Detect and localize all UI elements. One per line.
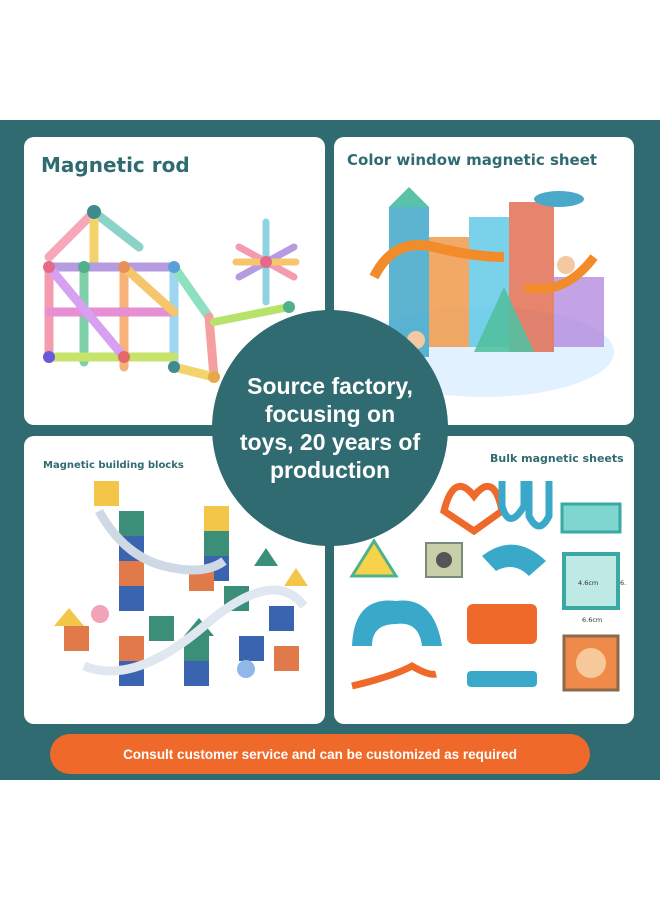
card-magnetic-rod: Magnetic rod — [24, 137, 325, 425]
color-window-sheet-illustration — [354, 187, 614, 397]
bulk-sheets-title: Bulk magnetic sheets — [490, 452, 624, 465]
dim-label-c: 6. — [620, 579, 626, 587]
center-badge: Source factory, focusing on toys, 20 yea… — [212, 310, 448, 546]
magnetic-rod-illustration — [43, 205, 300, 383]
bulk-sheets-illustration: 4.6cm 6. 6.6cm — [349, 481, 626, 692]
customization-banner: Consult customer service and can be cust… — [50, 734, 590, 774]
card-magnetic-building-blocks: Magnetic building blocks — [24, 436, 325, 724]
color-window-sheet-title: Color window magnetic sheet — [347, 151, 598, 169]
center-badge-text: Source factory, focusing on toys, 20 yea… — [239, 373, 421, 483]
dim-label-a: 4.6cm — [578, 579, 598, 587]
magnetic-rod-title: Magnetic rod — [41, 153, 190, 177]
card-bulk-magnetic-sheets: 4.6cm 6. 6.6cm Bulk magnetic sheets — [334, 436, 634, 724]
building-blocks-illustration — [54, 481, 308, 686]
building-blocks-title: Magnetic building blocks — [43, 460, 184, 471]
customization-banner-text: Consult customer service and can be cust… — [123, 746, 517, 762]
dim-label-b: 6.6cm — [582, 616, 602, 624]
